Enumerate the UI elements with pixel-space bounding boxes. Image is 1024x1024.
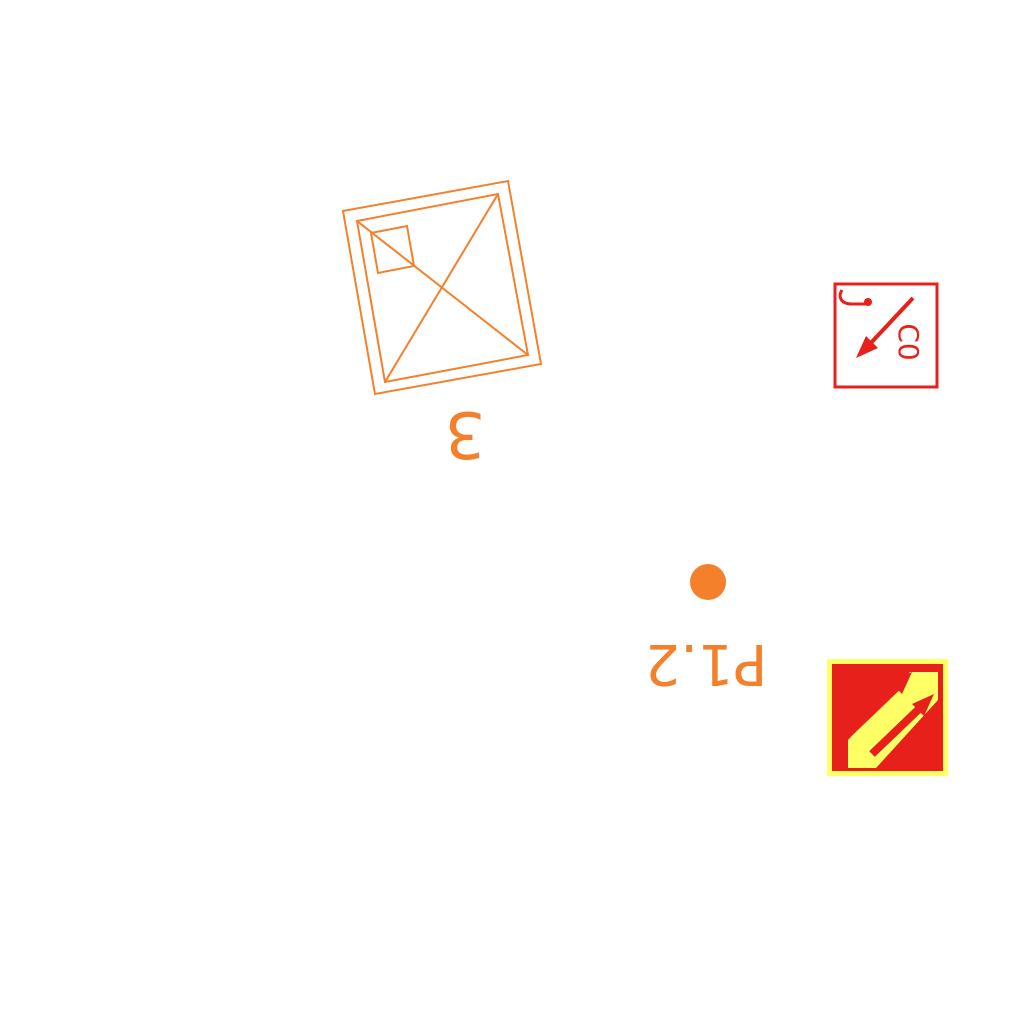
pyramid-small-square <box>369 224 416 275</box>
pyramid-diagonal-b <box>384 193 499 383</box>
pyramid-symbol-icon <box>341 179 543 396</box>
point-dot-icon <box>690 564 726 600</box>
point-label: P1.2 <box>645 631 768 696</box>
pyramid-number-label: 3 <box>445 396 486 470</box>
sign-arrow-shaft <box>866 296 915 348</box>
hazard-yellow-diamond <box>848 672 938 768</box>
sign-code-label: C0 <box>892 323 925 360</box>
pyramid-outer-square <box>341 179 543 396</box>
sign-arrow-head <box>856 336 878 358</box>
diagonal-arrow-sign-icon: C0 <box>833 282 939 389</box>
hazard-arrow-1-head <box>890 672 912 694</box>
sign-hook-dot <box>864 298 872 306</box>
sign-hook-mark <box>838 289 866 306</box>
hazard-arrow-2-head <box>912 694 934 716</box>
sign-frame <box>833 282 939 389</box>
hazard-arrow-2-shaft <box>869 705 923 757</box>
double-arrow-hazard-icon <box>827 659 948 776</box>
hazard-arrow-1-shaft <box>847 683 901 735</box>
